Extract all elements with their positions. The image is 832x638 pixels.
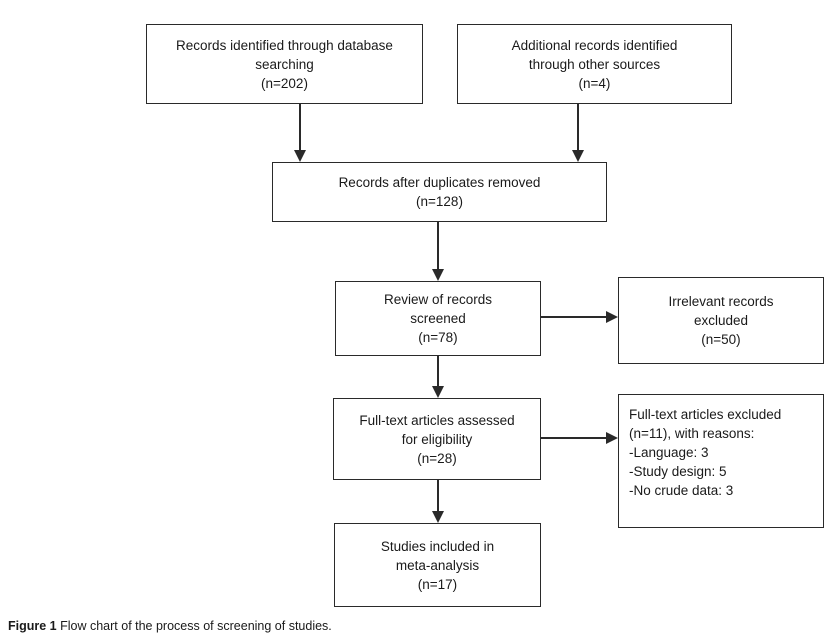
figure-caption-text: Flow chart of the process of screening o… [60, 619, 332, 633]
arrowhead-down-icon [572, 150, 584, 162]
flowchart-box-fulltext-excluded: Full-text articles excluded (n=11), with… [618, 394, 824, 528]
arrowhead-down-icon [432, 269, 444, 281]
arrowhead-right-icon [606, 432, 618, 444]
flowchart-box-studies-included: Studies included in meta-analysis (n=17) [334, 523, 541, 607]
flowchart-box-irrelevant-excluded: Irrelevant records excluded (n=50) [618, 277, 824, 364]
flowchart-box-records-screened: Review of records screened (n=78) [335, 281, 541, 356]
flowchart-box-duplicates-removed: Records after duplicates removed (n=128) [272, 162, 607, 222]
flowchart-box-records-identified: Records identified through database sear… [146, 24, 423, 104]
arrow-stem [437, 480, 439, 512]
arrowhead-right-icon [606, 311, 618, 323]
arrowhead-down-icon [432, 511, 444, 523]
arrow-stem [299, 104, 301, 151]
arrow-stem [541, 437, 607, 439]
arrow-stem [541, 316, 607, 318]
arrow-stem [437, 222, 439, 270]
flowchart-box-additional-records: Additional records identified through ot… [457, 24, 732, 104]
arrow-stem [577, 104, 579, 151]
figure-caption: Figure 1 Flow chart of the process of sc… [8, 618, 332, 634]
figure-caption-label: Figure 1 [8, 619, 57, 633]
arrowhead-down-icon [294, 150, 306, 162]
arrow-stem [437, 356, 439, 387]
flowchart-box-fulltext-assessed: Full-text articles assessed for eligibil… [333, 398, 541, 480]
arrowhead-down-icon [432, 386, 444, 398]
